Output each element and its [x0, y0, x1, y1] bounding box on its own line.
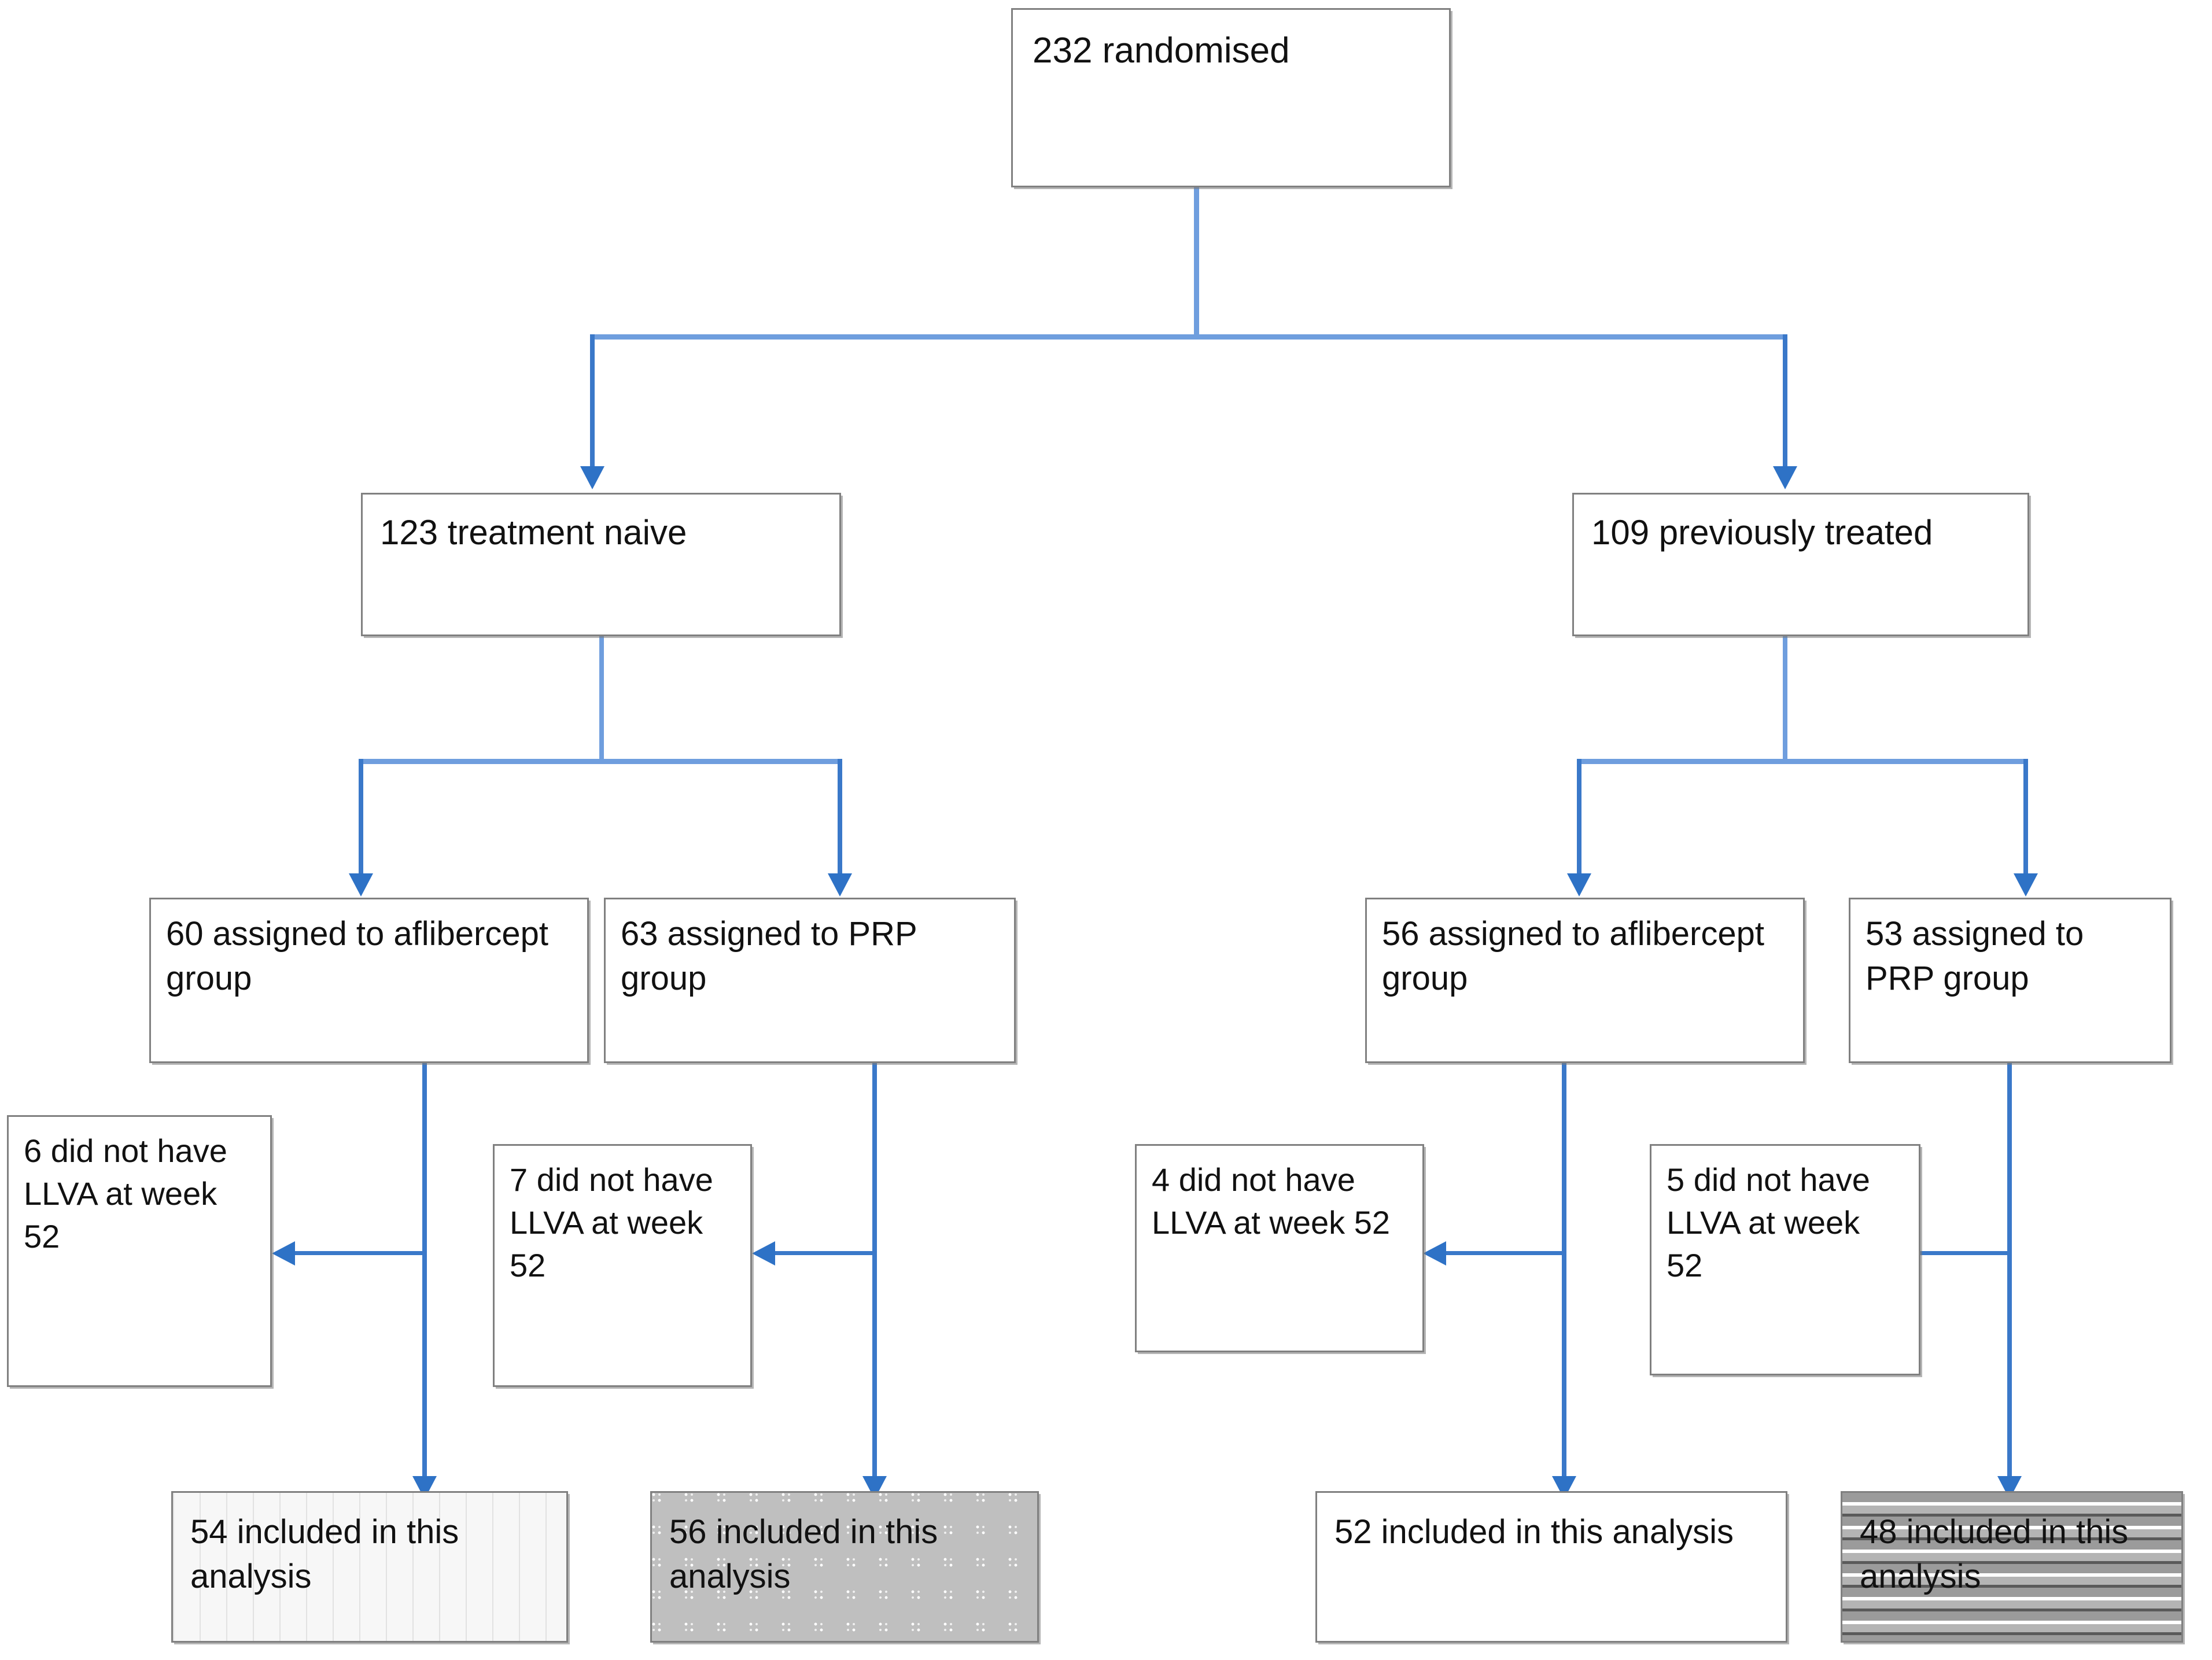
node-randomised-label: 232 randomised [1033, 31, 1290, 71]
arrow-naive-aflibercept-exclusion-icon [272, 1241, 295, 1266]
node-naive-prp-excluded-label: 7 did not have LLVA at week 52 [510, 1161, 713, 1283]
node-treatment-naive[interactable]: 123 treatment naive [361, 493, 841, 636]
node-prev-aflibercept-included[interactable]: 52 included in this analysis [1315, 1491, 1787, 1643]
connector-naive-aflibercept-stem [422, 1063, 427, 1503]
connector-prev-to-prp [2023, 759, 2028, 879]
node-prev-aflibercept-included-label: 52 included in this analysis [1334, 1513, 1734, 1551]
connector-naive-prp-stem [872, 1063, 877, 1503]
node-prev-prp-excluded[interactable]: 5 did not have LLVA at week 52 [1650, 1144, 1920, 1375]
connector-prev-prp-stem [2007, 1063, 2012, 1503]
arrow-root-to-previously-treated-icon [1773, 466, 1797, 489]
node-prev-aflibercept-label: 56 assigned to aflibercept group [1382, 915, 1764, 997]
node-treatment-naive-label: 123 treatment naive [380, 513, 687, 552]
connector-prev-aflibercept-stem [1562, 1063, 1566, 1503]
connector-naive-aflibercept-exclusion [295, 1251, 427, 1255]
node-prev-prp-included-label: 48 included in this analysis [1860, 1513, 2129, 1595]
arrow-naive-to-aflibercept-icon [349, 873, 373, 897]
node-naive-prp-included[interactable]: 56 included in this analysis [650, 1491, 1039, 1643]
arrow-root-to-naive-icon [580, 466, 604, 489]
connector-root-stem [1194, 186, 1199, 338]
arrow-naive-prp-to-included-icon [862, 1476, 887, 1499]
node-naive-prp-included-label: 56 included in this analysis [669, 1513, 938, 1595]
node-prev-aflibercept-excluded[interactable]: 4 did not have LLVA at week 52 [1135, 1144, 1424, 1352]
connector-naive-to-prp [838, 759, 842, 879]
arrow-naive-to-prp-icon [828, 873, 852, 897]
node-naive-prp[interactable]: 63 assigned to PRP group [604, 898, 1016, 1063]
node-randomised[interactable]: 232 randomised [1011, 8, 1451, 187]
node-prev-prp-excluded-label: 5 did not have LLVA at week 52 [1667, 1161, 1870, 1283]
node-naive-aflibercept-excluded[interactable]: 6 did not have LLVA at week 52 [7, 1115, 272, 1387]
arrow-prev-to-aflibercept-icon [1567, 873, 1591, 897]
connector-root-to-previously-treated [1783, 334, 1787, 472]
arrow-naive-prp-exclusion-icon [752, 1241, 775, 1266]
node-previously-treated[interactable]: 109 previously treated [1572, 493, 2029, 636]
connector-naive-horizontal [359, 759, 842, 764]
node-naive-prp-label: 63 assigned to PRP group [621, 915, 917, 997]
connector-prev-prp-exclusion [1915, 1251, 2012, 1255]
connector-naive-prp-exclusion [775, 1251, 877, 1255]
connector-previously-treated-stem [1783, 635, 1787, 762]
connector-naive-to-aflibercept [359, 759, 363, 879]
node-prev-prp[interactable]: 53 assigned to PRP group [1849, 898, 2172, 1063]
connector-root-horizontal [590, 334, 1787, 340]
connector-previously-treated-horizontal [1577, 759, 2028, 764]
node-prev-aflibercept-excluded-label: 4 did not have LLVA at week 52 [1152, 1161, 1390, 1241]
connector-prev-to-aflibercept [1577, 759, 1581, 879]
node-naive-aflibercept-included-label: 54 included in this analysis [190, 1513, 459, 1595]
node-previously-treated-label: 109 previously treated [1591, 513, 1933, 552]
node-prev-prp-included[interactable]: 48 included in this analysis [1841, 1491, 2183, 1643]
node-prev-aflibercept[interactable]: 56 assigned to aflibercept group [1365, 898, 1805, 1063]
node-naive-aflibercept-included[interactable]: 54 included in this analysis [171, 1491, 568, 1643]
node-naive-prp-excluded[interactable]: 7 did not have LLVA at week 52 [493, 1144, 752, 1387]
arrow-prev-to-prp-icon [2014, 873, 2038, 897]
connector-prev-aflibercept-exclusion [1446, 1251, 1566, 1255]
node-naive-aflibercept-label: 60 assigned to aflibercept group [166, 915, 548, 997]
node-naive-aflibercept-excluded-label: 6 did not have LLVA at week 52 [24, 1133, 227, 1255]
node-prev-prp-label: 53 assigned to PRP group [1866, 915, 2084, 997]
node-naive-aflibercept[interactable]: 60 assigned to aflibercept group [149, 898, 589, 1063]
connector-root-to-naive [590, 334, 595, 472]
arrow-prev-aflibercept-exclusion-icon [1423, 1241, 1446, 1266]
connector-naive-stem [599, 635, 604, 762]
